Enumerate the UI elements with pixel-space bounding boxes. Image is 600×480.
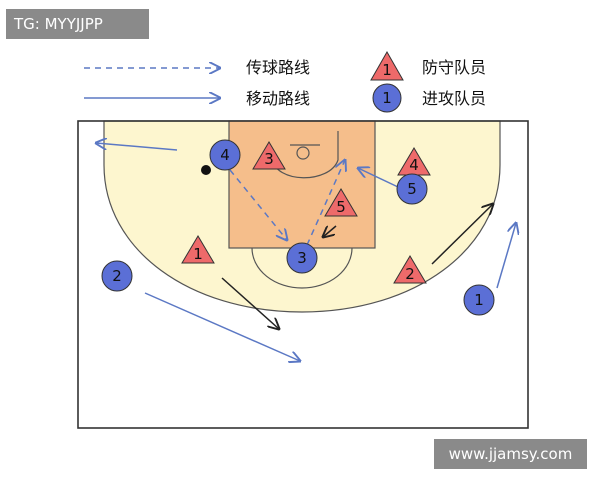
move-route-2 <box>144 292 300 361</box>
watermark-bottom: www.jjamsy.com <box>434 439 587 469</box>
pass-route-4-to-3 <box>229 169 287 240</box>
legend-move-label: 移动路线 <box>246 89 310 108</box>
rim <box>296 146 310 160</box>
defender-route-2 <box>431 204 493 265</box>
defender-3-triangle <box>252 141 286 170</box>
attacker-3: 3 <box>286 242 318 274</box>
defender-2: 2 <box>393 255 427 284</box>
defender-2-number: 2 <box>405 265 415 283</box>
free-throw-circle <box>251 247 353 289</box>
legend-defender-icon <box>370 50 404 81</box>
attacker-5: 5 <box>396 173 428 205</box>
attacker-2: 2 <box>101 260 133 292</box>
watermark-top: TG: MYYJJPP <box>6 9 149 39</box>
attacker-1-circle <box>463 284 495 316</box>
defender-3: 3 <box>252 141 286 170</box>
ball <box>201 165 211 175</box>
attacker-3-number: 3 <box>297 249 307 267</box>
move-route-4 <box>96 143 178 151</box>
paint <box>228 120 376 249</box>
attacker-4: 4 <box>209 139 241 171</box>
legend-defender-label: 防守队员 <box>422 58 486 77</box>
attacker-2-circle <box>101 260 133 292</box>
defender-2-triangle <box>393 255 427 284</box>
pass-route-3-to-5 <box>306 160 345 246</box>
move-route-5 <box>358 168 399 188</box>
attacker-5-number: 5 <box>407 180 417 198</box>
half-court <box>77 120 529 429</box>
defender-3-number: 3 <box>264 150 274 168</box>
attacker-4-circle <box>209 139 241 171</box>
routes <box>96 143 516 361</box>
defender-route-5 <box>323 225 337 237</box>
defender-1-number: 1 <box>193 245 203 263</box>
attacker-2-number: 2 <box>112 267 122 285</box>
defender-1: 1 <box>181 235 215 264</box>
attacker-1-number: 1 <box>474 291 484 309</box>
legend-attacker-label: 进攻队员 <box>422 89 486 108</box>
court-boundary <box>77 120 529 429</box>
attacker-4-number: 4 <box>220 146 230 164</box>
legend-defender-number: 1 <box>382 61 392 79</box>
move-route-1 <box>496 223 516 289</box>
defender-4-number: 4 <box>409 156 419 174</box>
defender-5-number: 5 <box>336 198 346 216</box>
defender-route-1 <box>221 277 279 329</box>
defender-1-triangle <box>181 235 215 264</box>
attacker-5-circle <box>396 173 428 205</box>
legend-attacker-icon <box>372 83 402 113</box>
legend: 传球路线 移动路线 1 防守队员 1 进攻队员 <box>84 50 486 113</box>
attacker-3-circle <box>286 242 318 274</box>
legend-attacker-number: 1 <box>382 89 392 107</box>
defender-5-triangle <box>324 188 358 217</box>
legend-pass-label: 传球路线 <box>246 58 310 77</box>
defender-5: 5 <box>324 188 358 217</box>
attacker-1: 1 <box>463 284 495 316</box>
